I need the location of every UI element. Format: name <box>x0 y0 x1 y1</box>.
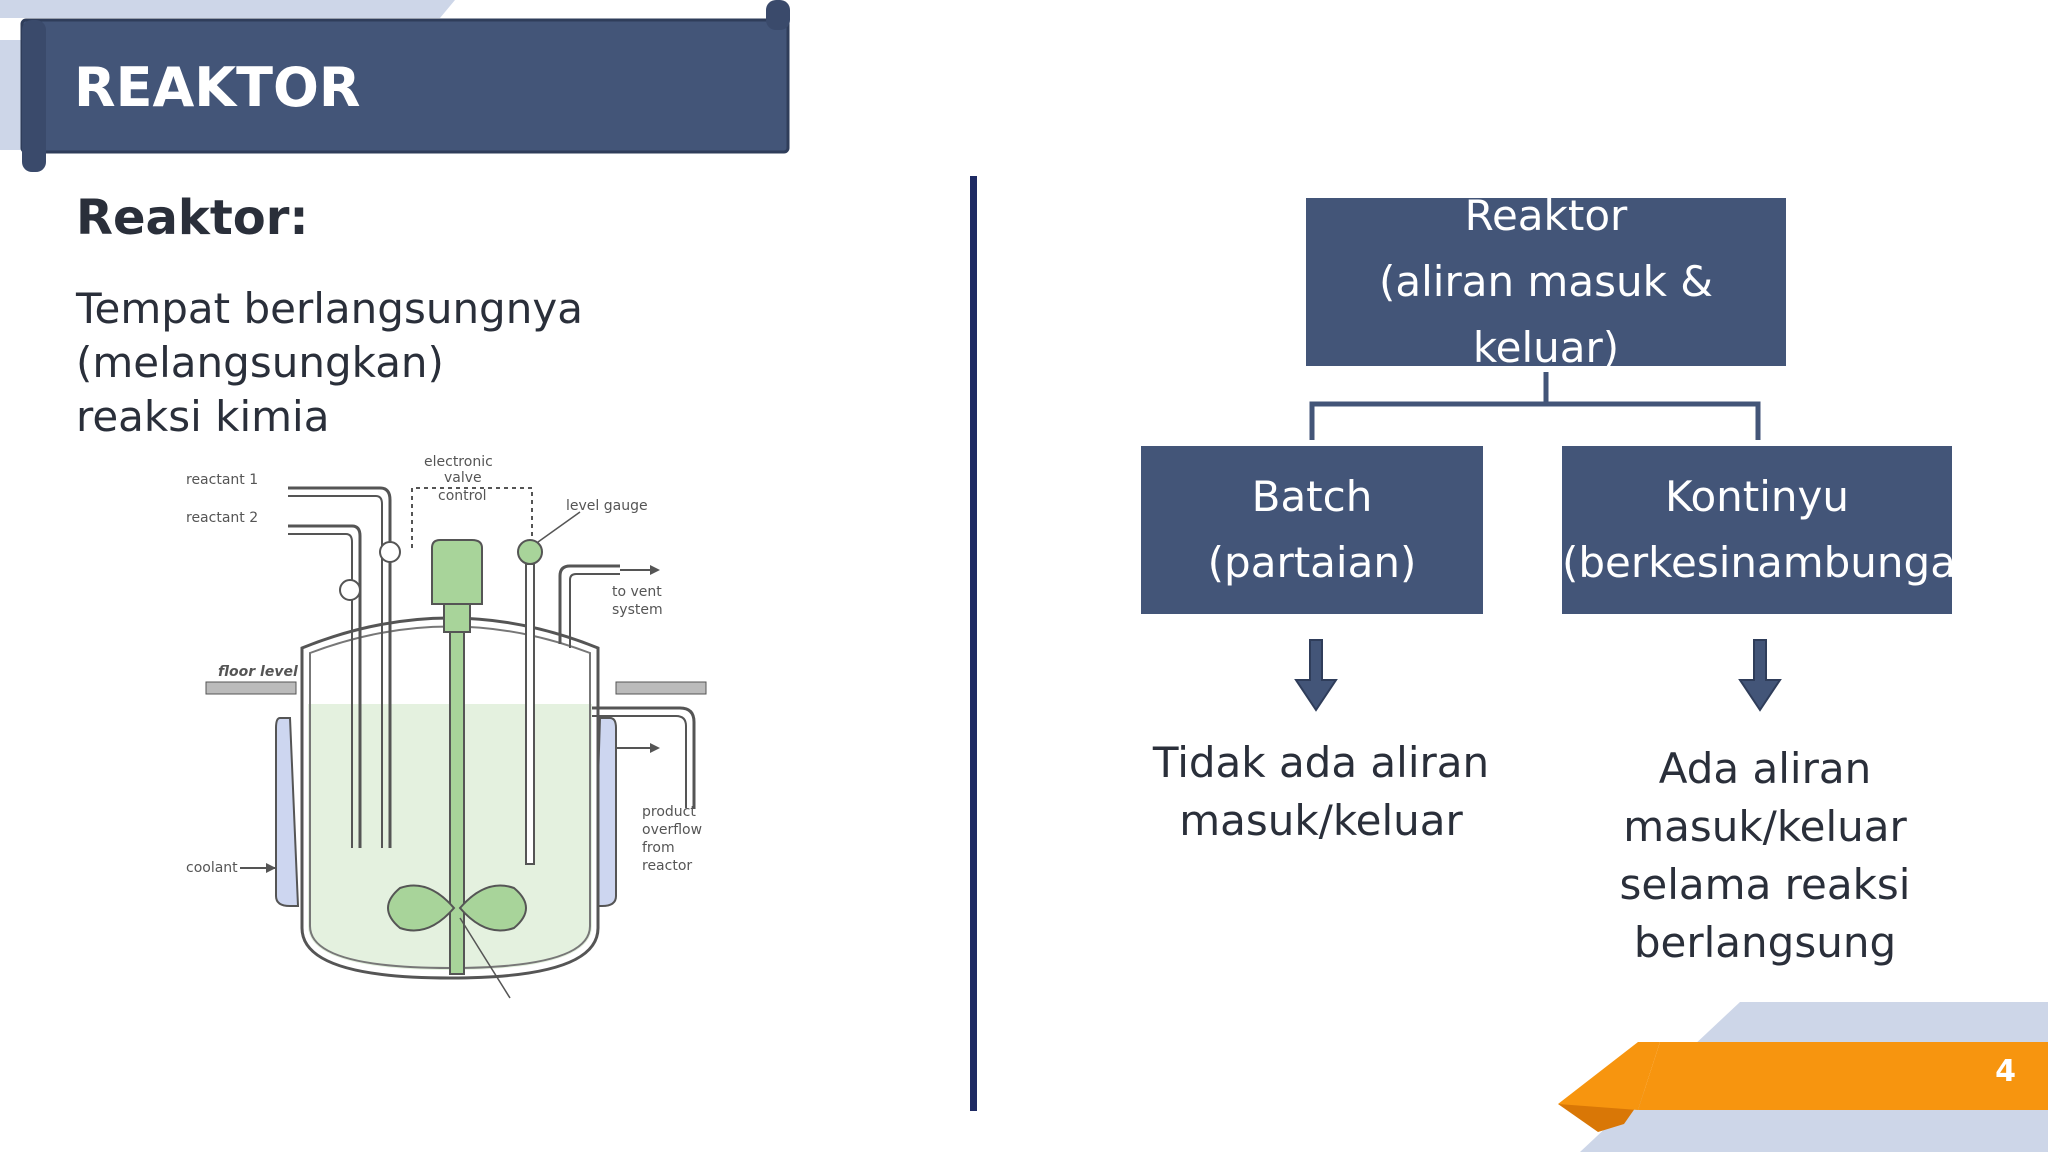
node-batch: Batch (partaian) <box>1141 446 1483 614</box>
definition-line-1: Tempat berlangsungnya (melangsungkan) <box>76 284 583 387</box>
label-valve-2: valve <box>444 470 482 486</box>
node-kontinyu: Kontinyu (berkesinambungan) <box>1562 446 1999 614</box>
arrow-down-icon <box>1738 639 1782 712</box>
label-reactant-2: reactant 2 <box>186 510 258 526</box>
label-coolant: coolant <box>186 860 238 876</box>
node-reaktor: Reaktor (aliran masuk & keluar) <box>1306 191 1786 372</box>
node-kontinyu-subtitle: (berkesinambungan) <box>1562 538 1999 587</box>
node-batch-title: Batch <box>1251 472 1373 521</box>
label-product-4: reactor <box>642 858 692 874</box>
label-vent-2: system <box>612 602 663 618</box>
batch-result: Tidak ada aliran masuk/keluar <box>1141 734 1501 850</box>
reactor-diagram: reactant 1 reactant 2 electronic valve c… <box>186 454 707 999</box>
continuous-result-line: selama reaksi <box>1619 860 1911 909</box>
label-reactant-1: reactant 1 <box>186 472 258 488</box>
label-floor-level: floor level <box>218 664 298 680</box>
reactor-definition: Tempat berlangsungnya (melangsungkan) re… <box>76 282 876 444</box>
batch-result-line: Tidak ada aliran <box>1152 738 1490 787</box>
page-number: 4 <box>1995 1054 2016 1089</box>
node-reaktor-title: Reaktor <box>1464 191 1628 240</box>
node-reaktor-subtitle: (aliran masuk & keluar) <box>1378 257 1713 372</box>
vertical-divider <box>970 176 977 1111</box>
continuous-result-line: Ada aliran masuk/keluar <box>1623 744 1907 851</box>
page-title: REAKTOR <box>74 56 361 119</box>
definition-line-2: reaksi kimia <box>76 392 330 441</box>
label-valve-3: control <box>438 488 487 504</box>
node-kontinyu-title: Kontinyu <box>1665 472 1849 521</box>
batch-result-line: masuk/keluar <box>1179 796 1463 845</box>
label-product-1: product <box>642 804 696 820</box>
label-valve-1: electronic <box>424 454 493 470</box>
label-product-2: overflow <box>642 822 702 838</box>
arrow-down-icon <box>1294 639 1338 712</box>
label-product-3: from <box>642 840 675 856</box>
hierarchy-connectors <box>1294 372 1782 712</box>
continuous-result-line: berlangsung <box>1633 918 1897 967</box>
section-heading: Reaktor: <box>76 190 309 246</box>
label-level-gauge: level gauge <box>566 498 648 514</box>
title-banner <box>0 0 790 172</box>
label-vent-1: to vent <box>612 584 662 600</box>
footer-decoration <box>1558 1002 2048 1152</box>
node-batch-subtitle: (partaian) <box>1207 538 1417 587</box>
continuous-result: Ada aliran masuk/keluar selama reaksi be… <box>1520 740 2010 972</box>
